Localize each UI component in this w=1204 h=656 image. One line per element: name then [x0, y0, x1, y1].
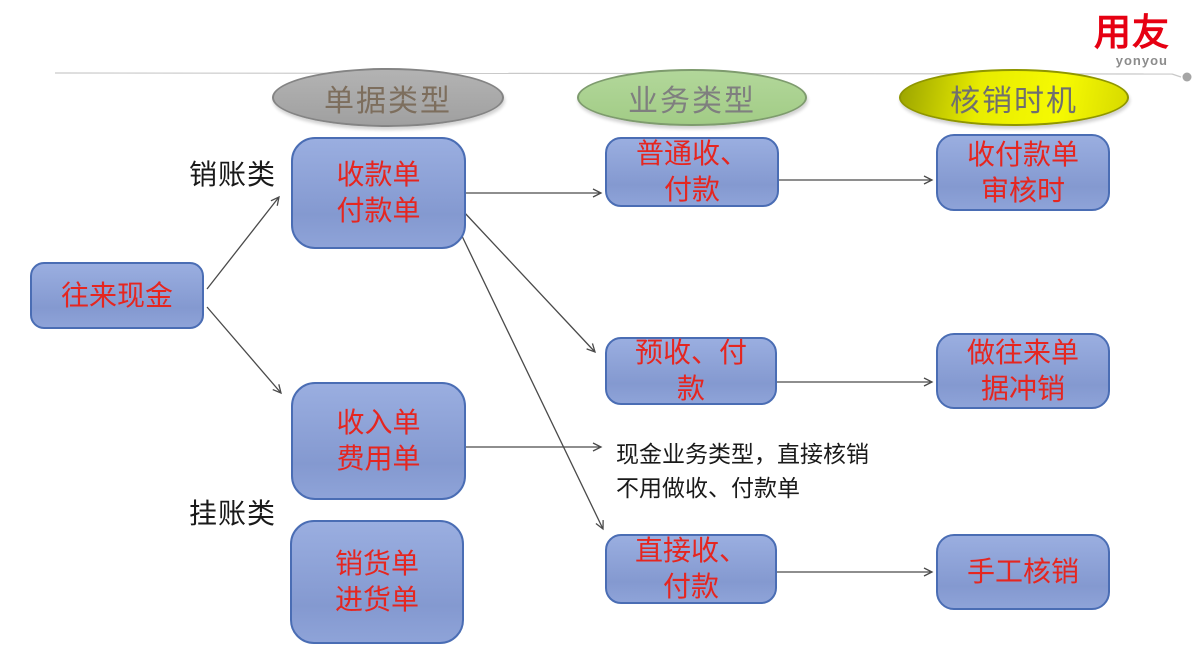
node-text-line: 销货单: [334, 548, 419, 579]
node-sales-purchase-note: 销货单 进货单: [290, 520, 464, 644]
node-manual-writeoff: 手工核销: [936, 534, 1110, 610]
arrow-receipt-to-direct: [460, 233, 604, 531]
node-on-audit: 收付款单 审核时: [936, 134, 1110, 211]
cash-business-note: 现金业务类型，直接核销 不用做收、付款单: [616, 437, 869, 505]
node-text-line: 收入单: [336, 407, 421, 438]
note-line: 不用做收、付款单: [616, 475, 800, 501]
logo-sub-text: yonyou: [1115, 53, 1168, 68]
column-header-label: 核销时机: [950, 84, 1078, 118]
node-text-line: 预收、付: [634, 337, 747, 368]
node-text-line: 费用单: [336, 443, 421, 474]
node-text-line: 进货单: [334, 584, 419, 615]
column-header-label: 单据类型: [324, 84, 452, 118]
node-text-line: 做往来单: [966, 337, 1079, 368]
node-direct-receipt-payment: 直接收、 付款: [605, 534, 777, 604]
arrow-root-to-income-expense: [206, 306, 282, 395]
label-onaccount-category: 挂账类: [189, 498, 277, 529]
node-text-line: 据冲销: [980, 373, 1065, 404]
logo-brand-text: 用友: [1094, 12, 1170, 53]
node-offset-documents: 做往来单 据冲销: [936, 333, 1110, 409]
node-normal-receipt-payment: 普通收、 付款: [605, 137, 779, 207]
node-current-cash: 往来现金: [30, 262, 204, 329]
arrow-root-to-receipt-payment: [206, 195, 280, 290]
node-text-line: 直接收、: [634, 535, 747, 566]
node-text-line: 普通收、: [635, 138, 748, 169]
node-text-line: 收款单: [336, 159, 421, 190]
node-text-line: 收付款单: [966, 138, 1079, 170]
column-header-document-type: 单据类型: [272, 68, 504, 127]
node-text-line: 款: [676, 373, 705, 404]
node-advance-receipt-payment: 预收、付 款: [605, 337, 777, 405]
column-header-business-type: 业务类型: [577, 69, 807, 126]
node-text-line: 付款单: [336, 195, 421, 226]
arrow-receipt-to-advance: [462, 210, 596, 354]
yonyou-logo: 用友 yonyou: [1094, 12, 1170, 69]
label-writeoff-category: 销账类: [189, 159, 277, 190]
node-income-expense-note: 收入单 费用单: [291, 382, 466, 500]
node-text-line: 付款: [662, 571, 719, 602]
node-receipt-payment-note: 收款单 付款单: [291, 137, 466, 249]
column-header-label: 业务类型: [628, 84, 756, 118]
note-line: 现金业务类型，直接核销: [616, 441, 869, 467]
column-header-writeoff-timing: 核销时机: [899, 69, 1129, 126]
node-text-line: 审核时: [980, 174, 1065, 206]
node-text-line: 往来现金: [60, 279, 173, 311]
node-text-line: 付款: [663, 174, 720, 205]
node-text-line: 手工核销: [966, 556, 1079, 587]
